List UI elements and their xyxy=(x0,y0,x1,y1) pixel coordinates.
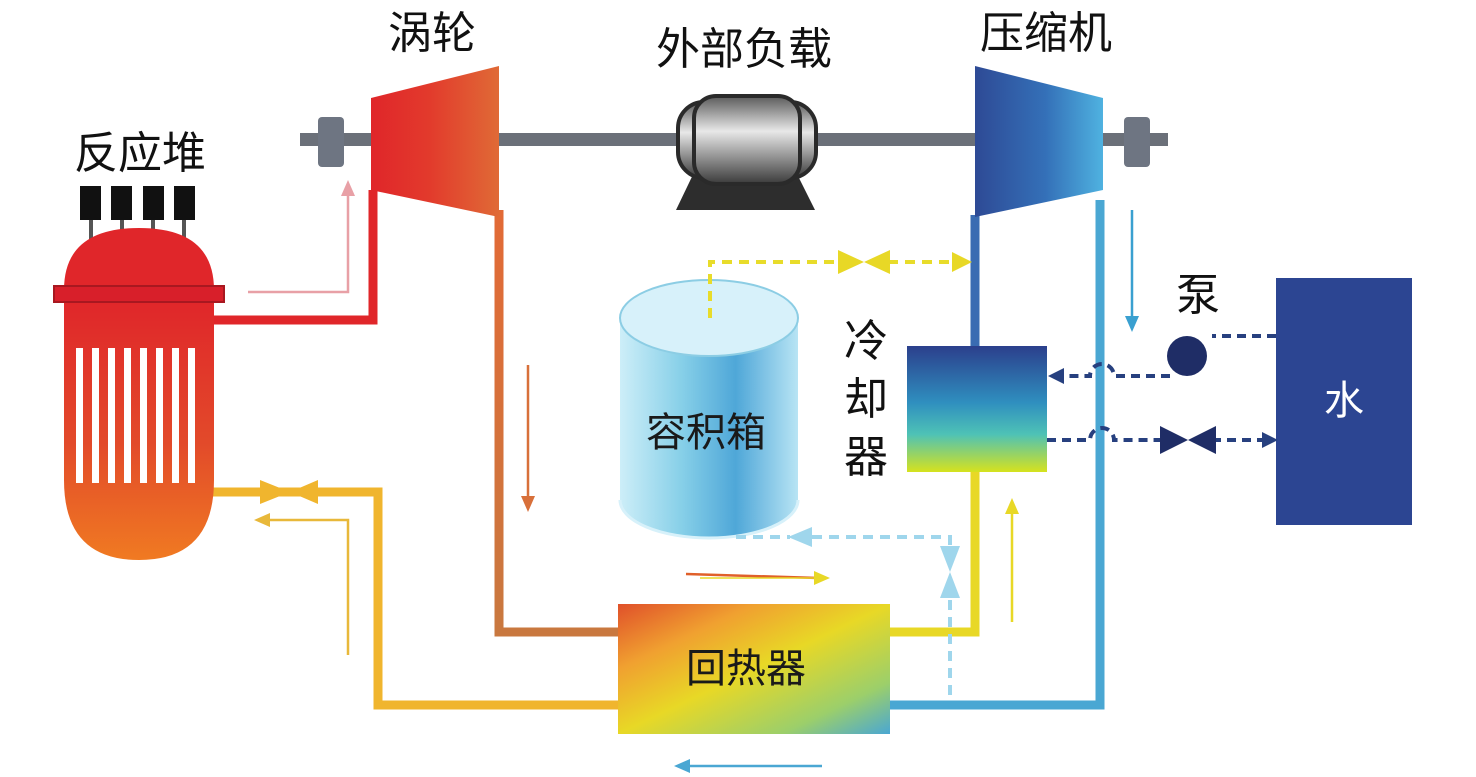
cooling-water-lines xyxy=(1047,334,1276,442)
compressor-label: 压缩机 xyxy=(980,8,1112,59)
reactor-label: 反应堆 xyxy=(74,128,206,179)
flow-arrow-return-reactor xyxy=(254,513,350,655)
external-load-motor xyxy=(676,94,818,210)
cooler-label-3: 器 xyxy=(844,432,888,483)
tank-yellow-dashed-line xyxy=(708,260,958,318)
tank-blue-arrowhead xyxy=(788,527,812,547)
pipe-turbine-to-recuperator xyxy=(494,210,620,637)
pipe-compressor-to-recuperator xyxy=(888,200,1105,710)
cooler-label-2: 却 xyxy=(844,374,888,425)
flow-arrow-reactor-out xyxy=(248,180,355,294)
pipe-reactor-to-turbine xyxy=(212,190,378,325)
pipe-recuperator-to-cooler xyxy=(888,470,980,637)
flow-arrow-recup-out-up xyxy=(1005,498,1019,622)
external-load-label: 外部负载 xyxy=(656,24,832,75)
water-tank xyxy=(1276,278,1412,525)
tank-blue-valve xyxy=(940,546,960,598)
reactor xyxy=(53,186,225,560)
turbine-label: 涡轮 xyxy=(388,8,476,59)
reactor-return-valve xyxy=(260,480,318,504)
pump-label: 泵 xyxy=(1176,270,1220,321)
volume-tank xyxy=(618,279,800,540)
recuperator-label: 回热器 xyxy=(686,646,806,692)
flow-arrow-recup-in xyxy=(685,571,830,585)
recuperator xyxy=(618,604,890,734)
cooler xyxy=(907,346,1047,472)
compressor xyxy=(975,66,1103,217)
water-valve xyxy=(1160,426,1216,454)
pipe-recuperator-to-reactor xyxy=(212,487,620,710)
turbine xyxy=(371,66,499,217)
pump xyxy=(1167,336,1207,376)
water-out-arrowhead xyxy=(1262,432,1278,448)
water-in-arrowhead xyxy=(1048,368,1064,384)
cooler-label-1: 冷 xyxy=(844,316,888,367)
volume-tank-label: 容积箱 xyxy=(646,410,766,456)
flow-arrow-recup-bottom xyxy=(674,759,822,773)
tank-yellow-valve xyxy=(838,250,890,274)
flow-arrow-turbine-down xyxy=(521,365,535,512)
water-label: 水 xyxy=(1324,378,1364,424)
flow-arrow-compressor-down xyxy=(1125,210,1139,332)
tank-yellow-arrowhead xyxy=(952,252,972,272)
tank-blue-dashed-line xyxy=(736,535,952,696)
